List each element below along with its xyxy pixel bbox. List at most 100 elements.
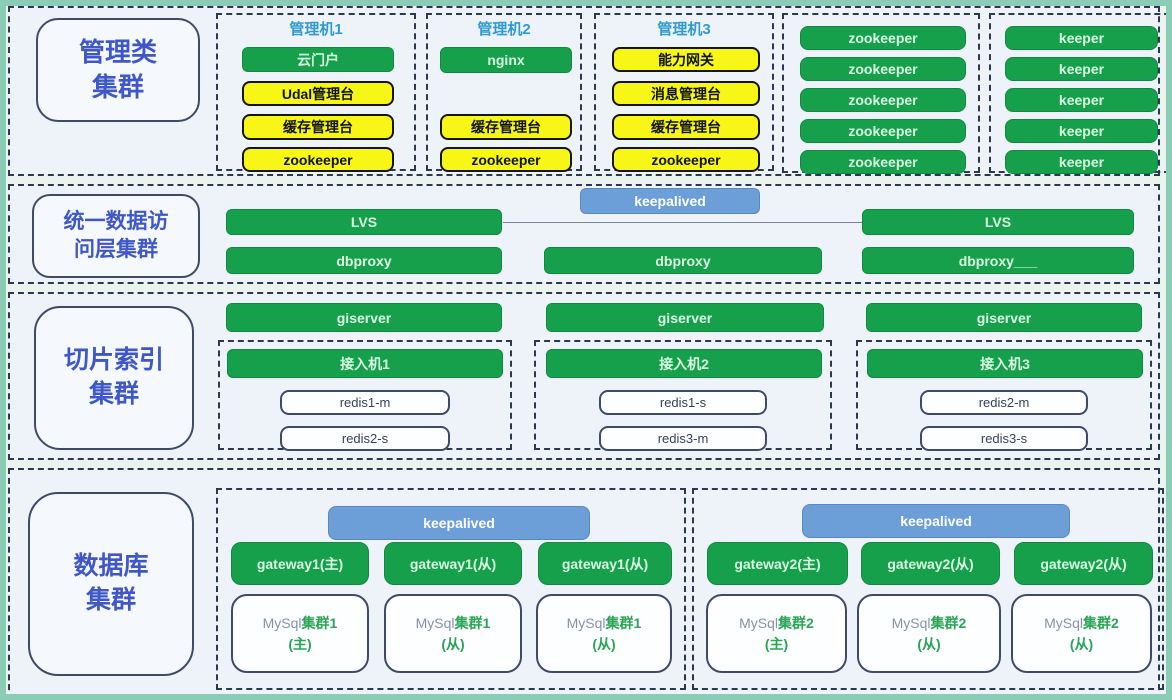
keeper-label: keeper: [1058, 92, 1105, 108]
capability-gateway-label: 能力网关: [658, 51, 714, 68]
keeper-node: keeper: [1005, 57, 1158, 81]
mysql-name: MySql集群2: [739, 614, 814, 631]
keepalived-label: keepalived: [634, 193, 706, 209]
giserver-label: giserver: [336, 309, 392, 326]
redis-node: redis2-m: [920, 390, 1088, 415]
capability-gateway-node: 能力网关: [612, 47, 760, 72]
redis-label: redis2-m: [978, 395, 1030, 410]
redis-node: redis3-m: [599, 426, 767, 451]
mysql-node: MySql集群1 (主): [231, 594, 369, 673]
message-console-label: 消息管理台: [651, 85, 721, 102]
mysql-role: (从): [592, 635, 616, 652]
zookeeper-node: zookeeper: [800, 26, 966, 50]
machine3-title: 管理机3: [657, 21, 711, 38]
nginx-label: nginx: [487, 52, 525, 68]
keepalived-node: keepalived: [328, 506, 590, 540]
keeper-node: keeper: [1005, 150, 1158, 174]
dbproxy-label: dbproxy___: [958, 252, 1038, 269]
redis-label: redis2-s: [341, 431, 389, 446]
management-cluster-label: 管理类集群: [36, 18, 200, 122]
slice-index-section: 切片索引集群 giserver 接入机1 redis1-m redis2-s g…: [8, 292, 1160, 460]
udal-console-label: Udal管理台: [281, 85, 355, 102]
cloud-portal-label: 云门户: [297, 51, 339, 68]
redis-node: redis2-s: [280, 426, 450, 451]
zookeeper-node: zookeeper: [440, 147, 572, 172]
access-machine2-label: 接入机2: [659, 355, 709, 372]
mysql-role: (主): [764, 635, 789, 652]
keeper-node: keeper: [1005, 119, 1158, 143]
cache-console-node: 缓存管理台: [242, 114, 394, 140]
zookeeper-label: zookeeper: [651, 151, 721, 168]
redis-label: redis1-m: [339, 395, 391, 410]
lvs-connector-line: [503, 222, 862, 223]
database-cluster-label: 数据库集群: [28, 492, 194, 676]
mysql-group2: keepalived gateway2(主) gateway2(从) gatew…: [692, 488, 1164, 690]
machine3-group: 管理机3 能力网关 消息管理台 缓存管理台 zookeeper: [594, 13, 774, 172]
mysql-node: MySql集群1 (从): [536, 594, 672, 673]
mysql-node: MySql集群2 (从): [857, 594, 1001, 673]
access-machine3-group: 接入机3 redis2-m redis3-s: [856, 340, 1152, 451]
gateway-label: gateway2(从): [887, 555, 974, 572]
gateway-node: gateway1(从): [384, 542, 522, 585]
machine1-title: 管理机1: [289, 21, 343, 38]
zookeeper-label: zookeeper: [848, 123, 918, 139]
mysql-role: (主): [288, 635, 312, 652]
cache-console-label: 缓存管理台: [283, 119, 353, 135]
access-machine1-group: 接入机1 redis1-m redis2-s: [218, 340, 512, 451]
giserver-label: giserver: [657, 309, 713, 326]
redis-label: redis1-s: [659, 395, 707, 410]
mysql-node: MySql集群1 (从): [384, 594, 522, 673]
mysql-group1: keepalived gateway1(主) gateway1(从) gatew…: [216, 488, 686, 690]
redis-node: redis1-s: [599, 390, 767, 415]
keeper-node: keeper: [1005, 26, 1158, 50]
gateway-label: gateway2(主): [734, 555, 821, 572]
mysql-node: MySql集群2 (主): [706, 594, 847, 673]
slice-index-label: 切片索引集群: [34, 306, 194, 450]
machine2-title: 管理机2: [477, 21, 531, 38]
management-cluster-section: 管理类集群 管理机1 云门户 Udal管理台 缓存管理台 zookeeper 管…: [8, 6, 1166, 176]
zookeeper-node: zookeeper: [800, 119, 966, 143]
gateway-label: gateway1(主): [256, 555, 344, 572]
keepalived-node: keepalived: [802, 504, 1070, 538]
lvs-label: LVS: [350, 214, 378, 230]
message-console-node: 消息管理台: [612, 81, 760, 106]
gateway-label: gateway1(从): [409, 555, 497, 572]
cache-console-node: 缓存管理台: [612, 114, 760, 140]
access-machine2-group: 接入机2 redis1-s redis3-m: [534, 340, 832, 451]
lvs-node-left: LVS: [226, 209, 502, 235]
dbproxy-node: dbproxy: [226, 247, 502, 274]
giserver-label: giserver: [976, 309, 1032, 326]
cache-console-label: 缓存管理台: [471, 119, 541, 135]
zookeeper-label: zookeeper: [848, 154, 918, 170]
mysql-role: (从): [1069, 635, 1094, 652]
zookeeper-node: zookeeper: [800, 88, 966, 112]
cache-console-label: 缓存管理台: [651, 119, 721, 135]
mysql-name: MySql集群2: [1044, 614, 1119, 631]
giserver-node: giserver: [546, 303, 824, 332]
zookeeper-node: zookeeper: [800, 57, 966, 81]
gateway-label: gateway1(从): [561, 555, 649, 572]
keepalived-label: keepalived: [423, 515, 495, 531]
machine1-group: 管理机1 云门户 Udal管理台 缓存管理台 zookeeper: [216, 13, 416, 172]
keeper-label: keeper: [1058, 154, 1105, 170]
gateway-node: gateway1(从): [538, 542, 672, 585]
dbproxy-label: dbproxy: [655, 252, 711, 269]
zookeeper-node: zookeeper: [800, 150, 966, 174]
slice-index-label-text: 切片索引集群: [63, 346, 164, 408]
keepalived-node: keepalived: [580, 188, 760, 214]
data-access-label-text: 统一数据访问层集群: [63, 209, 169, 261]
cloud-portal-node: 云门户: [242, 47, 394, 72]
zookeeper-label: zookeeper: [471, 151, 541, 168]
access-machine2-node: 接入机2: [546, 349, 822, 378]
nginx-node: nginx: [440, 47, 572, 73]
machine2-group: 管理机2 nginx 缓存管理台 zookeeper: [426, 13, 582, 172]
dbproxy-node: dbproxy: [544, 247, 822, 274]
zookeeper-label: zookeeper: [848, 61, 918, 77]
management-cluster-label-text: 管理类集群: [78, 36, 157, 102]
mysql-name: MySql集群1: [262, 614, 338, 631]
gateway-node: gateway2(主): [707, 542, 848, 585]
zookeeper-label: zookeeper: [283, 151, 353, 168]
gateway-node: gateway2(从): [1014, 542, 1153, 585]
zookeeper-node: zookeeper: [612, 147, 760, 172]
